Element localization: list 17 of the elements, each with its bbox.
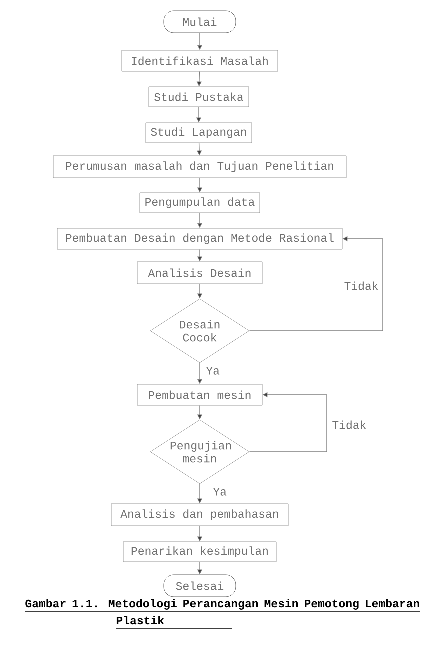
edge-label: Ya bbox=[213, 488, 227, 496]
process-box: Pembuatan mesin bbox=[137, 384, 263, 406]
process-box: Analisis Desain bbox=[137, 262, 263, 284]
terminal-box: Mulai bbox=[164, 10, 236, 34]
edge-label: Tidak bbox=[344, 282, 378, 290]
edge-label: Tidak bbox=[332, 420, 366, 430]
process-box: Identifikasi Masalah bbox=[122, 50, 278, 72]
edge-label: Ya bbox=[206, 367, 220, 375]
process-box: Penarikan kesimpulan bbox=[123, 542, 277, 562]
terminal-box: Selesai bbox=[164, 574, 236, 598]
process-box: Pembuatan Desain dengan Metode Rasional bbox=[57, 228, 343, 250]
process-box: Perumusan masalah dan Tujuan Penelitian bbox=[53, 156, 347, 178]
process-box: Pengumpulan data bbox=[140, 192, 260, 214]
process-box: Studi Pustaka bbox=[148, 86, 250, 108]
caption: Gambar 1.1. Metodologi Perancangan Mesin Pemotong Lembaran Plastik bbox=[26, 599, 420, 625]
process-box: Studi Lapangan bbox=[146, 122, 252, 144]
process-box: Analisis dan pembahasan bbox=[111, 504, 289, 526]
